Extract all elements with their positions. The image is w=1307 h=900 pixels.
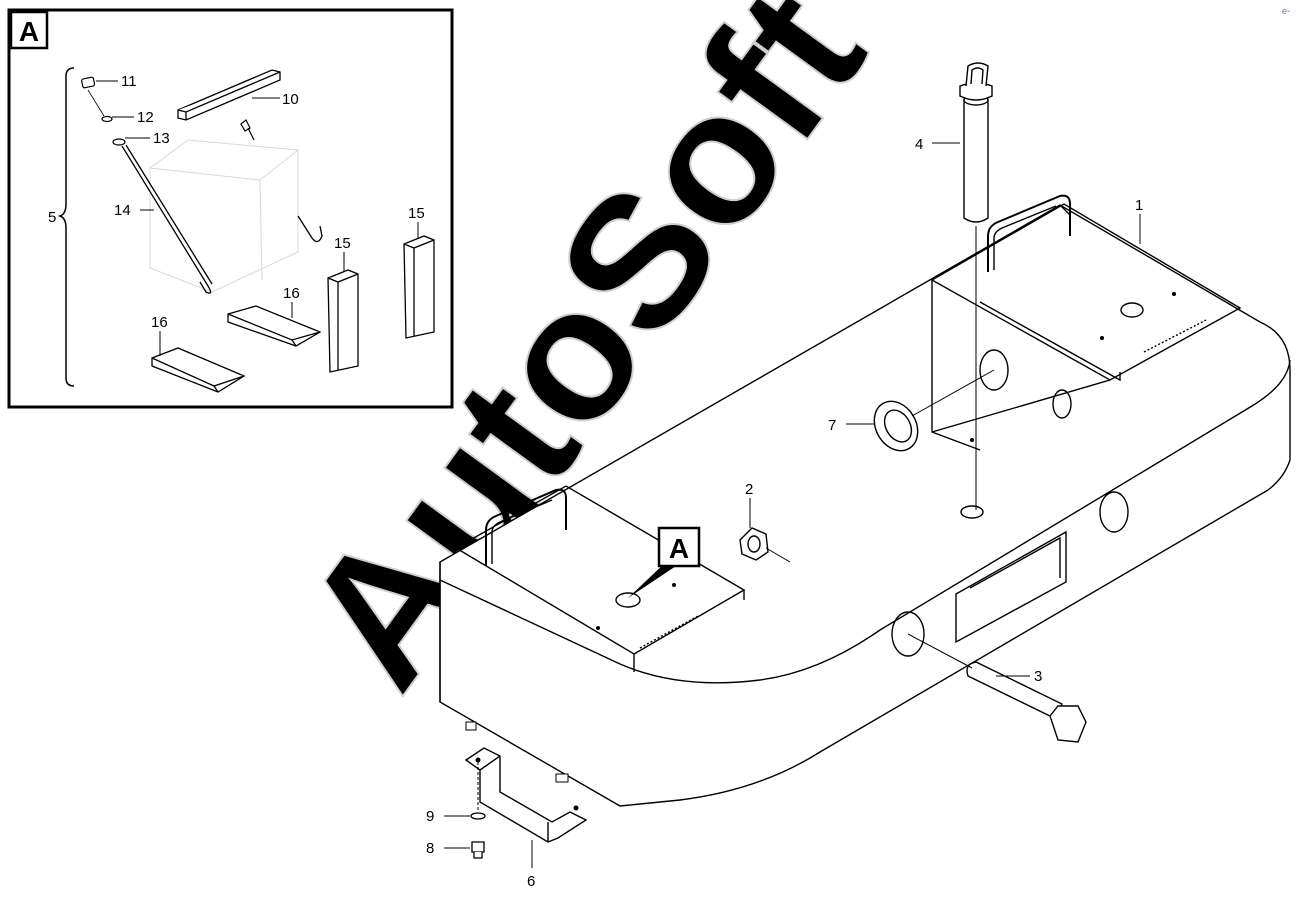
callout-16-upper: 16 bbox=[283, 285, 300, 302]
pad-15-right bbox=[403, 235, 435, 339]
inset-badge: A bbox=[19, 16, 39, 47]
callout-10: 10 bbox=[282, 91, 299, 108]
hook-end bbox=[297, 215, 323, 243]
callout-1: 1 bbox=[1135, 197, 1143, 214]
callout-15-right: 15 bbox=[408, 205, 425, 222]
battery-box-assembly bbox=[439, 194, 1291, 807]
pad-16-upper bbox=[227, 305, 322, 347]
callout-12: 12 bbox=[137, 109, 154, 126]
hex-bolt bbox=[966, 661, 1087, 743]
floor-dots bbox=[596, 292, 1176, 630]
inset-badge-box bbox=[9, 10, 49, 50]
callout-3: 3 bbox=[1034, 668, 1042, 685]
terminal-bolt bbox=[240, 119, 255, 141]
pad-15-left bbox=[327, 269, 359, 373]
callout-8: 8 bbox=[426, 840, 434, 857]
inset-panel: A 5 10 11 12 13 bbox=[7, 8, 454, 409]
callout-16-lower: 16 bbox=[151, 314, 168, 331]
callout-7: 7 bbox=[828, 417, 836, 434]
callout-14: 14 bbox=[114, 202, 131, 219]
callout-5: 5 bbox=[48, 209, 56, 226]
main-badge-box bbox=[657, 526, 701, 568]
foot-right bbox=[555, 773, 569, 783]
main-detail-marker: A bbox=[628, 526, 701, 598]
kit-brace bbox=[57, 67, 75, 387]
washer-12 bbox=[101, 115, 113, 123]
grommet bbox=[873, 400, 919, 452]
callout-9: 9 bbox=[426, 808, 434, 825]
foot-left bbox=[465, 721, 477, 731]
main-badge: A bbox=[669, 533, 689, 564]
callout-4: 4 bbox=[915, 136, 923, 153]
cap-nut bbox=[81, 76, 96, 89]
callout-13: 13 bbox=[153, 130, 170, 147]
hold-down-pin bbox=[959, 62, 993, 223]
pad-16-lower bbox=[151, 347, 246, 393]
callout-15-left: 15 bbox=[334, 235, 351, 252]
bolt-8 bbox=[471, 841, 485, 859]
mounting-bracket bbox=[464, 747, 588, 843]
callout-11: 11 bbox=[121, 73, 137, 90]
battery-outline bbox=[148, 139, 300, 293]
corner-mark: e- bbox=[1282, 6, 1290, 16]
washer-13 bbox=[112, 138, 126, 146]
washer-9 bbox=[470, 812, 486, 820]
callout-2: 2 bbox=[745, 481, 753, 498]
hold-down-bracket bbox=[177, 69, 281, 121]
callout-6: 6 bbox=[527, 873, 535, 890]
j-bolt bbox=[121, 144, 213, 294]
nut bbox=[739, 527, 769, 561]
